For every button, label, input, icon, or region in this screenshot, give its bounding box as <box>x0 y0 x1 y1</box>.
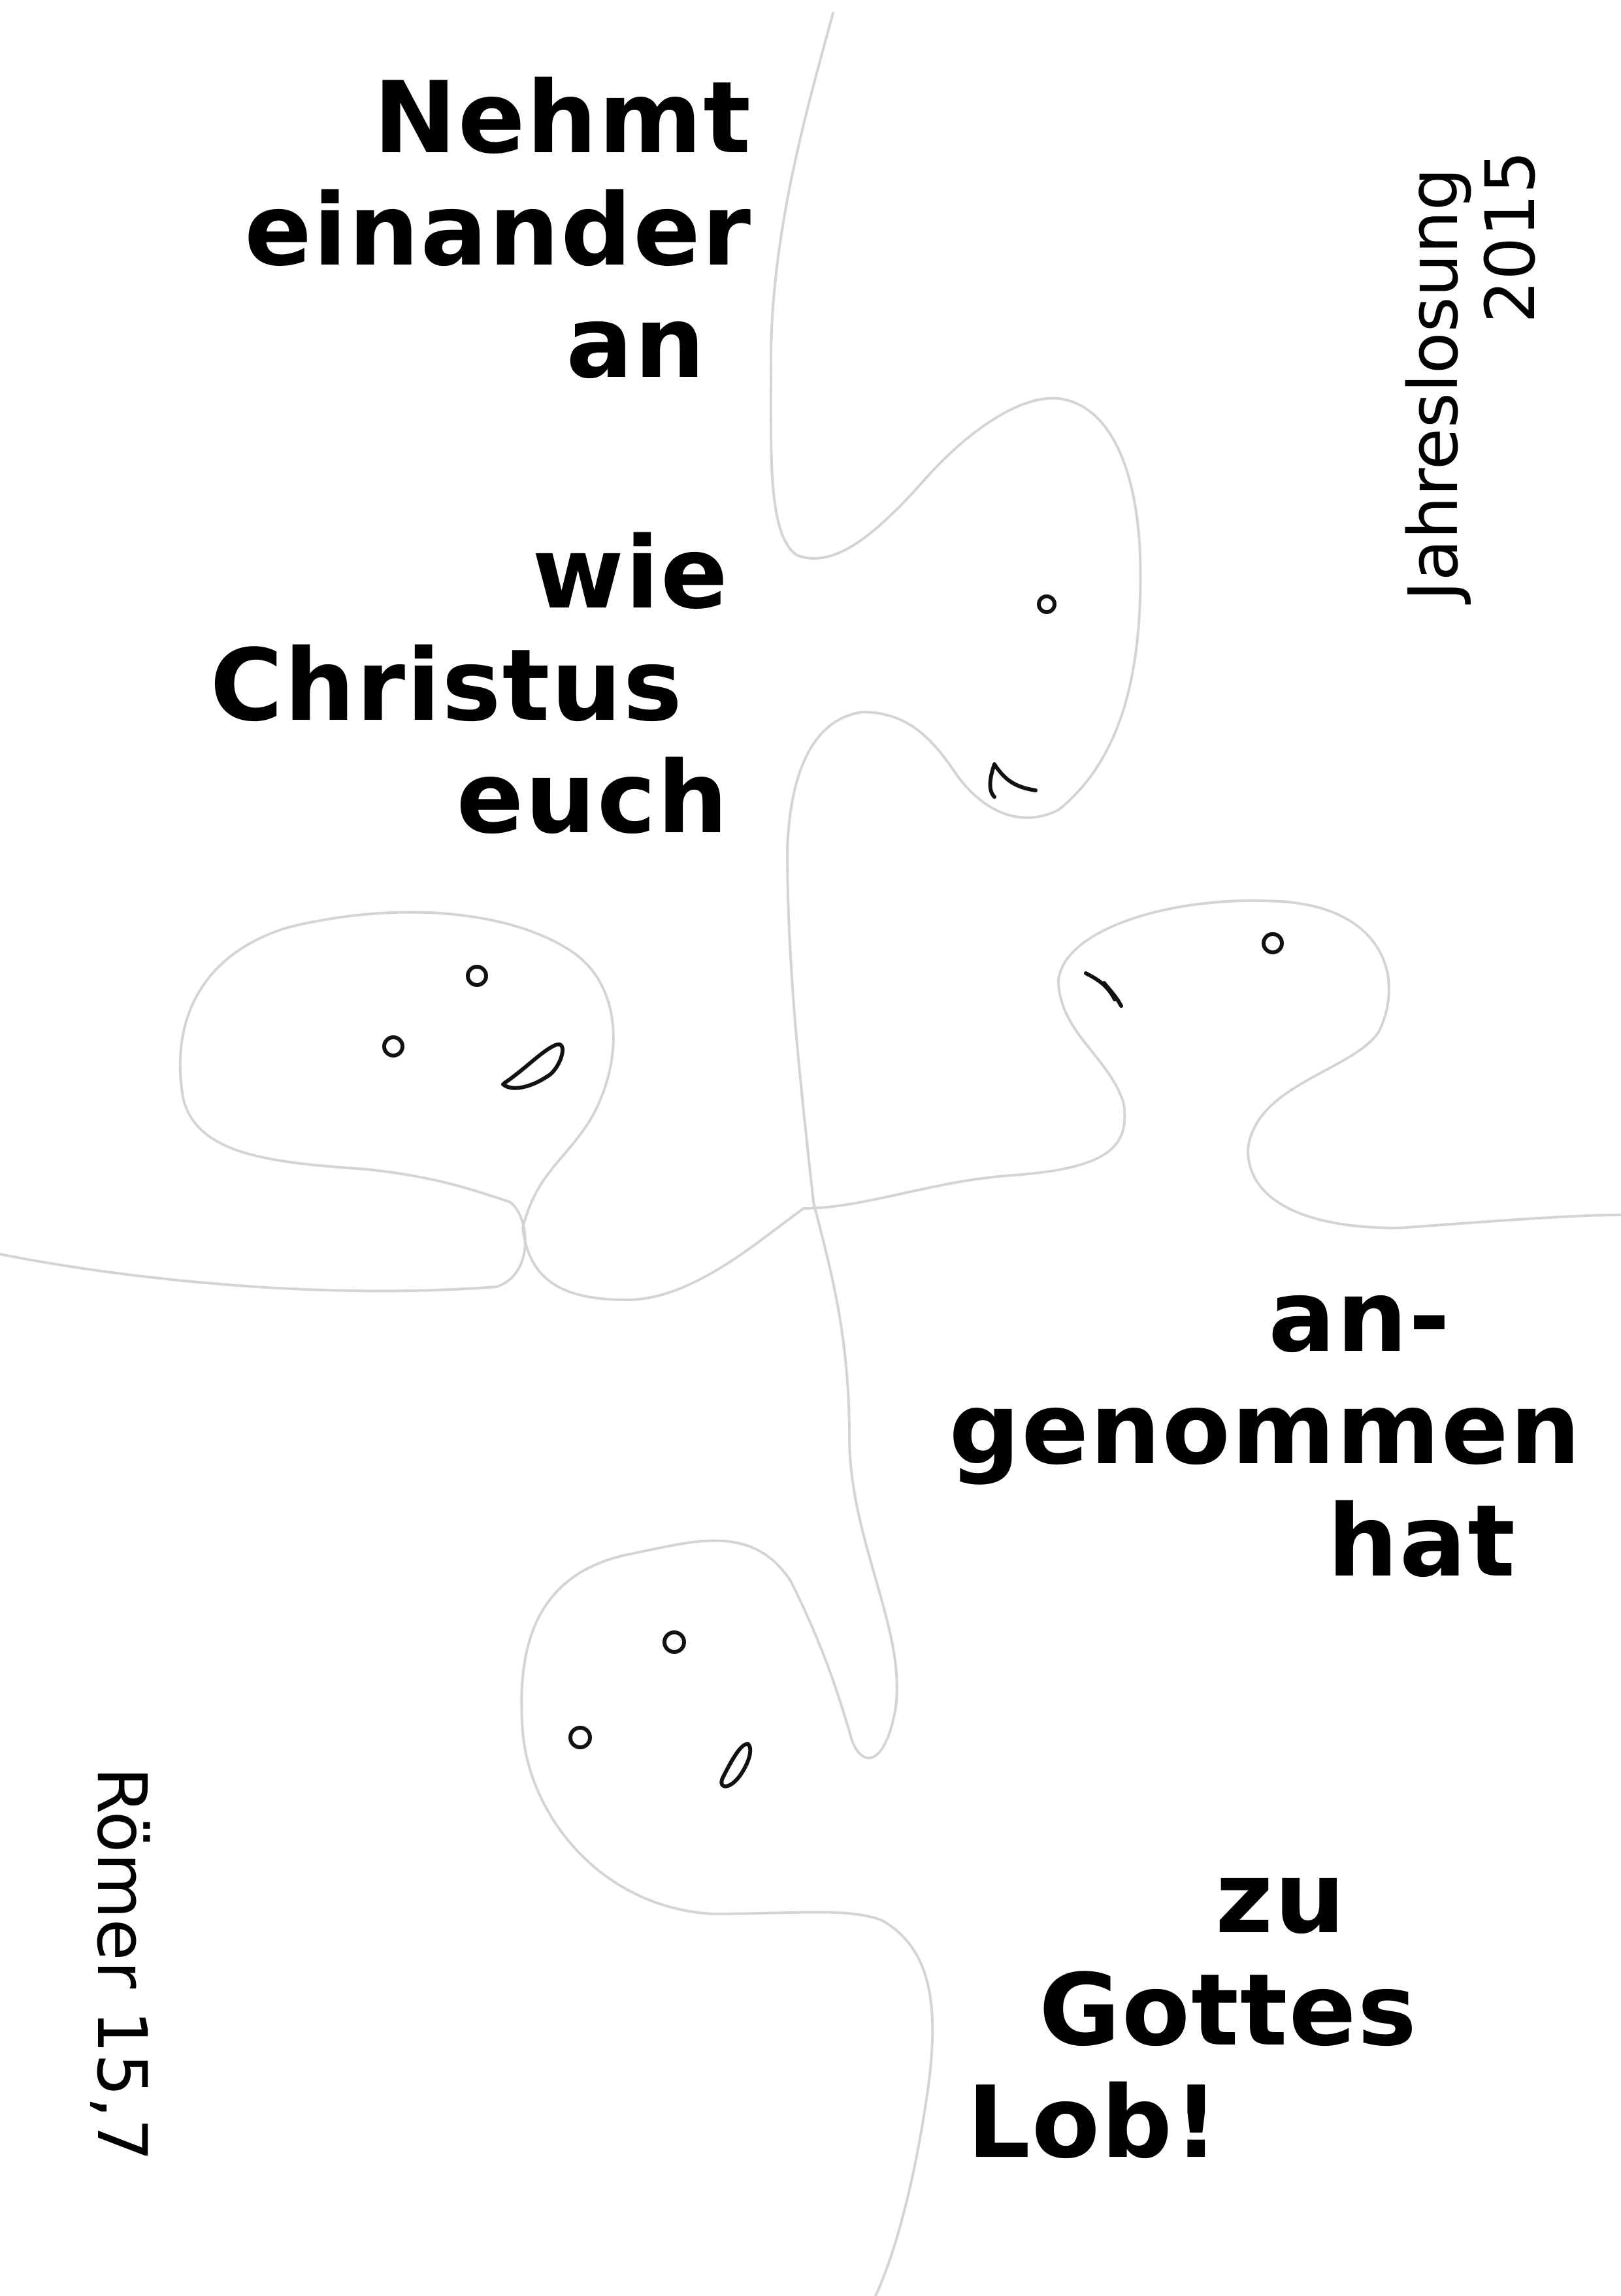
verse-block-1: Nehmt einander an <box>244 62 752 399</box>
puzzle-seam-top <box>769 12 1142 1203</box>
verse-line-wie: wie <box>532 515 729 631</box>
verse-block-4: zu Gottes Lob! <box>967 1842 1418 2179</box>
verse-block-3: an- genommen hat <box>949 1261 1582 1598</box>
heading-word: Jahreslosung <box>1394 167 1473 601</box>
verse-line-zu: zu <box>1215 1840 1347 1956</box>
face-bottom-mouth <box>719 1742 753 1788</box>
puzzle-seam-bottom <box>520 1201 934 2296</box>
heading-year: 2015 <box>1471 150 1550 323</box>
verse-line-gottes: Gottes <box>1039 1952 1418 2068</box>
heading-jahreslosung: Jahreslosung 2015 <box>1394 150 1550 601</box>
face-bottom-eye-2 <box>568 1726 592 1749</box>
face-left-eye-1 <box>466 965 488 987</box>
verse-line-an-hyphen: an- <box>1268 1259 1451 1374</box>
face-bottom-eye-1 <box>663 1630 686 1654</box>
verse-line-euch: euch <box>456 740 729 856</box>
verse-line-hat: hat <box>1327 1483 1516 1599</box>
verse-line-christus: Christus <box>210 628 683 743</box>
reference-text: Römer 15,7 <box>82 1767 161 2161</box>
verse-line-einander: einander <box>244 172 752 288</box>
verse-line-an: an <box>566 285 706 400</box>
verse-block-2: wie Christus euch <box>210 517 729 854</box>
verse-line-genommen: genommen <box>949 1371 1582 1487</box>
face-top-right-mouth <box>988 762 1038 799</box>
puzzle-seam-left <box>0 911 805 1301</box>
face-left-mouth <box>501 1042 565 1090</box>
puzzle-seam-right <box>802 899 1621 1229</box>
face-right-eye <box>1262 932 1284 954</box>
verse-line-nehmt: Nehmt <box>373 60 752 176</box>
face-top-right-eye <box>1037 594 1056 614</box>
face-right-mouth <box>1084 971 1123 1008</box>
bible-reference: Römer 15,7 <box>82 1767 161 2161</box>
verse-line-lob: Lob! <box>967 2065 1220 2180</box>
face-left-eye-2 <box>382 1035 404 1058</box>
